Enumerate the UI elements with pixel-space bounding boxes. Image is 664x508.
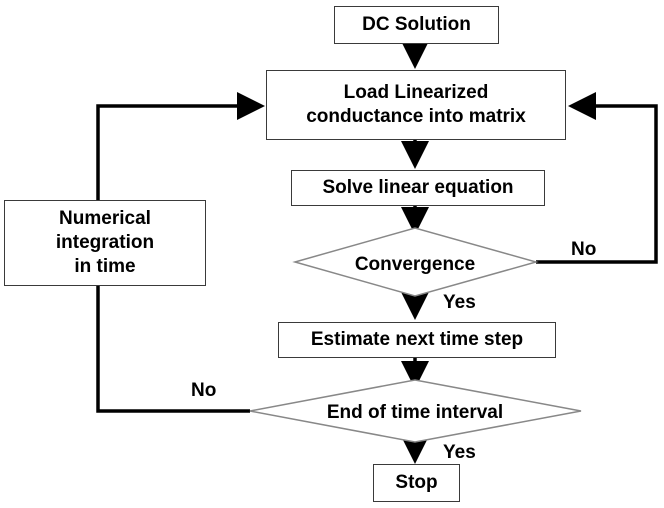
dc-solution-label: DC Solution [362,14,471,36]
stop-box: Stop [373,464,460,502]
stop-label: Stop [395,472,438,494]
convergence-label: Convergence [354,254,476,275]
end-interval-label: End of time interval [326,402,504,423]
end-interval-diamond [249,379,582,443]
end-no-label: No [191,380,217,401]
dc-solution-box: DC Solution [334,6,499,44]
convergence-yes-label: Yes [443,292,476,313]
loop-numerical-to-load [96,92,265,200]
estimate-time-step-box: Estimate next time step [278,322,556,358]
convergence-diamond [292,227,539,297]
numerical-label-line2: integration [55,232,155,254]
numerical-label-line3: in time [74,255,136,277]
load-label-line2: conductance into matrix [306,106,526,127]
numerical-label-line1: Numerical [59,208,151,230]
solve-label: Solve linear equation [322,177,514,199]
end-yes-label: Yes [443,442,476,463]
numerical-integration-box: Numerical integration in time [4,200,206,286]
load-label-line1: Load Linearized [343,82,489,104]
loop-convergence-no [536,92,658,264]
convergence-no-label: No [571,239,597,260]
solve-linear-box: Solve linear equation [291,170,545,206]
estimate-label: Estimate next time step [310,329,524,351]
load-conductance-box: Load Linearized conductance into matrix [266,70,566,140]
loop-end-no [96,286,250,413]
